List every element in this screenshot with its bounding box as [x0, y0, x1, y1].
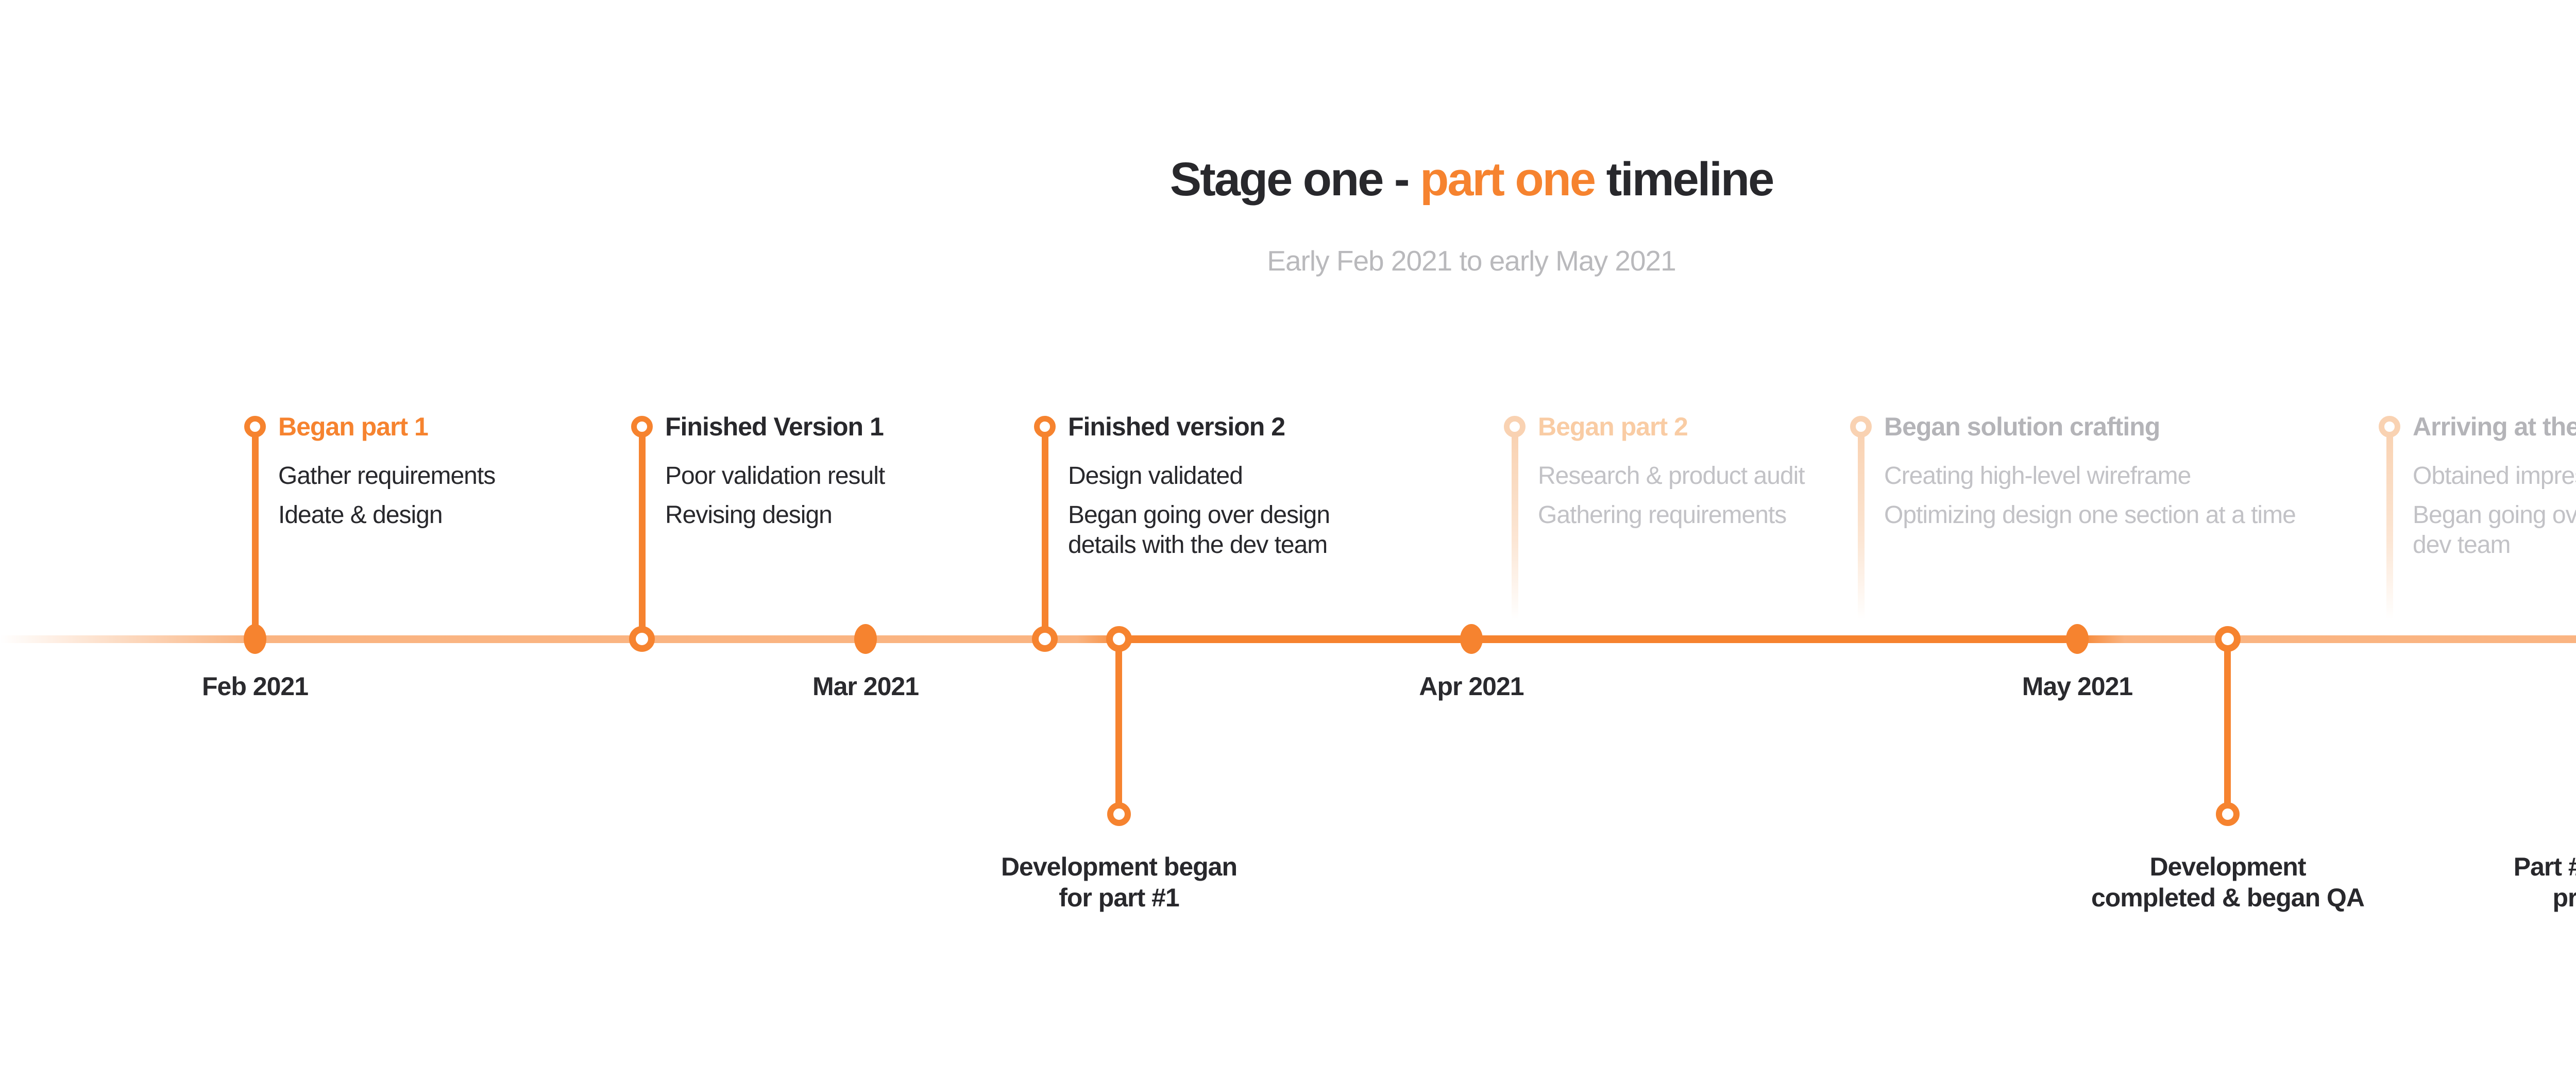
milestone-title: Finished version 2	[1068, 412, 1285, 441]
month-marker-icon	[244, 624, 266, 654]
milestone-stem	[2386, 435, 2393, 627]
milestone-detail: Revising design	[665, 501, 833, 529]
milestone-finished-version-2: Finished version 2 Design validated Bega…	[1068, 412, 1330, 569]
milestone-title: Began part 1	[278, 412, 429, 441]
milestone-detail: Design validated	[1068, 462, 1243, 490]
milestone-stem	[1858, 435, 1865, 627]
page-title: Stage one - part one timeline	[0, 153, 2576, 207]
timeline-axis	[0, 635, 2576, 643]
month-marker-icon	[2066, 624, 2089, 654]
axis-node-icon	[2215, 626, 2241, 652]
milestone-title: Began solution crafting	[1884, 412, 2160, 441]
milestone-finished-version-1: Finished Version 1 Poor validation resul…	[665, 412, 885, 540]
month-label-may: May 2021	[2022, 672, 2133, 701]
milestone-most-satisfactory-version: Arriving at the most satisfactory versio…	[2413, 412, 2576, 569]
milestone-stem	[639, 435, 646, 639]
title-highlight: part one	[1420, 153, 1596, 206]
month-marker-icon	[854, 624, 877, 654]
milestone-circle-icon	[631, 416, 653, 437]
title-suffix: timeline	[1595, 153, 1775, 206]
milestone-circle-icon	[2379, 416, 2400, 437]
milestone-development-began: Development began for part #1	[1001, 852, 1238, 912]
milestone-stem	[252, 435, 259, 639]
axis-node-icon	[1032, 626, 1058, 652]
month-label-mar: Mar 2021	[812, 672, 919, 701]
milestone-detail: Gather requirements	[278, 462, 496, 490]
page-subtitle: Early Feb 2021 to early May 2021	[1267, 245, 1676, 277]
milestone-development-completed-qa: Development completed & began QA	[2091, 852, 2365, 912]
milestone-circle-icon	[1107, 802, 1131, 826]
milestone-detail: Obtained impressive result during valida…	[2413, 462, 2576, 490]
milestone-circle-icon	[1504, 416, 1526, 437]
milestone-circle-icon	[1034, 416, 1056, 437]
milestone-detail: Gathering requirements	[1538, 501, 1787, 529]
milestone-title: Finished Version 1	[665, 412, 884, 441]
milestone-began-part-2: Began part 2 Research & product audit Ga…	[1538, 412, 1805, 540]
milestone-detail: Research & product audit	[1538, 462, 1805, 490]
title-prefix: Stage one -	[1170, 153, 1420, 206]
milestone-stem	[1115, 650, 1122, 803]
milestone-stem	[2224, 650, 2231, 803]
milestone-detail: Began going over design details with the…	[2413, 501, 2576, 559]
milestone-title: Began part 2	[1538, 412, 1688, 441]
milestone-circle-icon	[244, 416, 266, 437]
month-label-feb: Feb 2021	[201, 672, 309, 701]
milestone-pushed-to-production: Part #1 pushed to production	[2513, 852, 2576, 912]
month-marker-icon	[1460, 624, 1483, 654]
milestone-circle-icon	[1850, 416, 1872, 437]
milestone-detail: Began going over design details with the…	[1068, 501, 1330, 559]
milestone-detail: Creating high-level wireframe	[1884, 462, 2191, 490]
milestone-detail: Poor validation result	[665, 462, 885, 490]
milestone-stem	[1512, 435, 1518, 627]
milestone-began-part-1: Began part 1 Gather requirements Ideate …	[278, 412, 496, 540]
axis-node-icon	[629, 626, 655, 652]
milestone-circle-icon	[2216, 802, 2240, 826]
axis-node-icon	[1106, 626, 1132, 652]
milestone-detail: Optimizing design one section at a time	[1884, 501, 2296, 529]
milestone-detail: Ideate & design	[278, 501, 443, 529]
milestone-title: Arriving at the most satisfactory versio…	[2413, 412, 2576, 441]
month-label-apr: Apr 2021	[1419, 672, 1524, 701]
milestone-stem	[1042, 435, 1048, 639]
milestone-began-solution-crafting: Began solution crafting Creating high-le…	[1884, 412, 2296, 540]
